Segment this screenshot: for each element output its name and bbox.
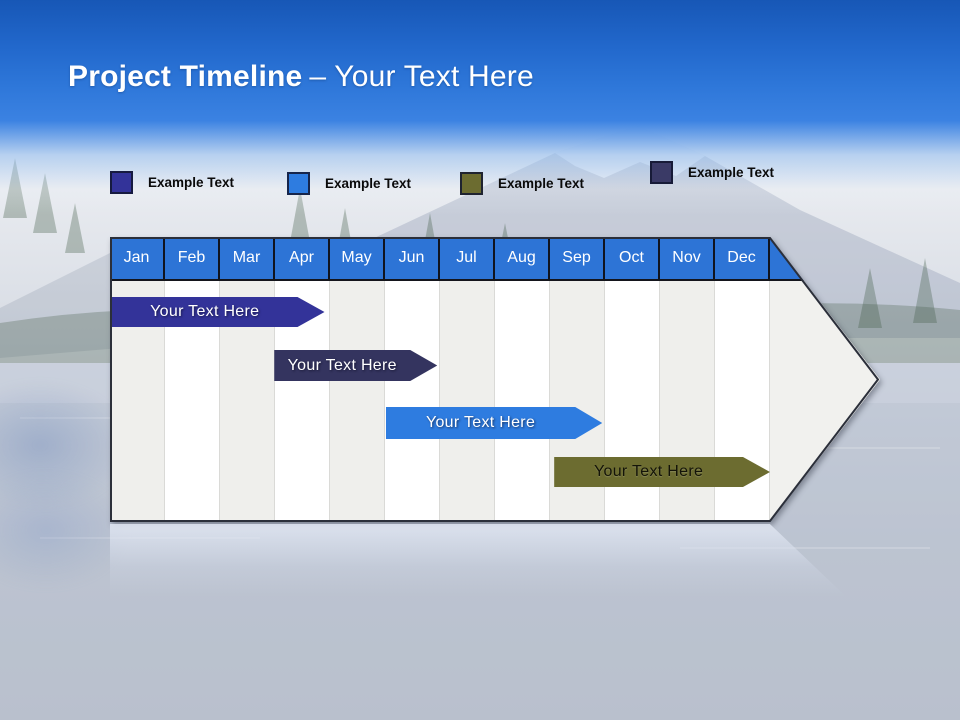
- slide-title[interactable]: Project Timeline– Your Text Here: [68, 60, 534, 94]
- timeline-bar-label: Your Text Here: [425, 414, 536, 431]
- legend-swatch-indigo: [110, 171, 133, 194]
- month-header-cell: Oct: [605, 237, 660, 279]
- timeline-bar-label: Your Text Here: [150, 303, 260, 320]
- water-reflection-patch: [0, 470, 130, 590]
- timeline-bar[interactable]: Your Text Here: [274, 350, 437, 381]
- water-reflection-patch: [0, 380, 130, 510]
- month-header-cell: Dec: [715, 237, 770, 279]
- legend-label: Example Text: [688, 165, 775, 180]
- legend-swatch-olive: [460, 172, 483, 195]
- legend-item-4[interactable]: Example Text: [650, 161, 774, 184]
- timeline-bar-label: Your Text Here: [287, 356, 397, 374]
- legend-item-2[interactable]: Example Text: [287, 172, 411, 195]
- month-header-cell: Apr: [275, 237, 330, 279]
- slide-title-rest: – Your Text Here: [309, 60, 534, 93]
- month-header-cell: Jan: [110, 237, 165, 279]
- timeline-bar[interactable]: Your Text Here: [386, 407, 602, 439]
- chart-water-reflection: [110, 524, 846, 596]
- timeline-bar[interactable]: Your Text Here: [554, 457, 770, 487]
- legend-swatch-navy: [650, 161, 673, 184]
- legend-item-3[interactable]: Example Text: [460, 172, 584, 195]
- month-header-cell: Aug: [495, 237, 550, 279]
- month-header-cell: Nov: [660, 237, 715, 279]
- month-header-cell: May: [330, 237, 385, 279]
- slide-title-bold: Project Timeline: [68, 60, 303, 93]
- legend-label: Example Text: [148, 175, 235, 190]
- month-header-cell: Jun: [385, 237, 440, 279]
- month-header-cell: Mar: [220, 237, 275, 279]
- timeline-bar[interactable]: Your Text Here: [112, 297, 325, 327]
- legend-label: Example Text: [325, 176, 412, 191]
- month-header-cell: Feb: [165, 237, 220, 279]
- legend-label: Example Text: [498, 176, 585, 191]
- month-header-cell: Sep: [550, 237, 605, 279]
- legend-item-1[interactable]: Example Text: [110, 171, 234, 194]
- month-header-fill: [770, 237, 880, 279]
- legend-swatch-blue: [287, 172, 310, 195]
- timeline-bar-label: Your Text Here: [594, 463, 704, 480]
- month-header-cell: Jul: [440, 237, 495, 279]
